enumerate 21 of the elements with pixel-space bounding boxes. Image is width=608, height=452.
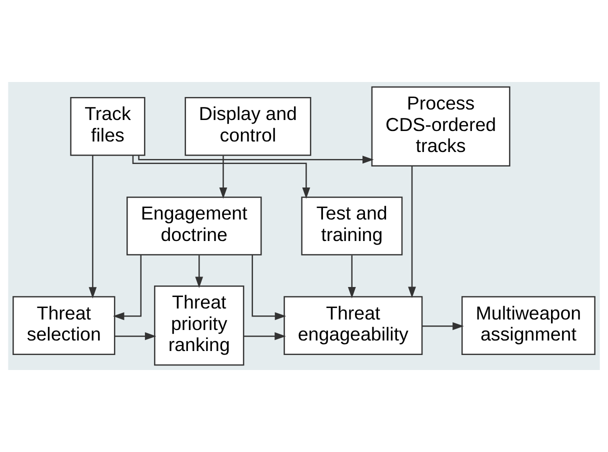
node-box: Track files: [70, 97, 146, 156]
arrow: [348, 255, 356, 298]
arrow: [195, 255, 204, 288]
arrow: [422, 322, 464, 330]
arrow: [252, 255, 286, 320]
node-box: Threat priority ranking: [154, 285, 244, 366]
arrow: [132, 156, 310, 199]
arrow: [138, 156, 374, 164]
arrow: [244, 332, 286, 340]
node-box: Engagement doctrine: [126, 196, 262, 256]
arrow: [88, 155, 97, 298]
arrow: [114, 332, 156, 340]
arrow: [219, 156, 228, 199]
node-box: Threat selection: [12, 296, 116, 355]
node-box: Multiweapon assignment: [461, 296, 596, 355]
node-box: Process CDS-ordered tracks: [371, 86, 510, 167]
node-box: Threat engageability: [284, 296, 423, 355]
node-box: Test and training: [301, 196, 403, 256]
arrow: [112, 255, 142, 320]
node-box: Display and control: [184, 97, 312, 156]
arrow: [408, 166, 416, 298]
